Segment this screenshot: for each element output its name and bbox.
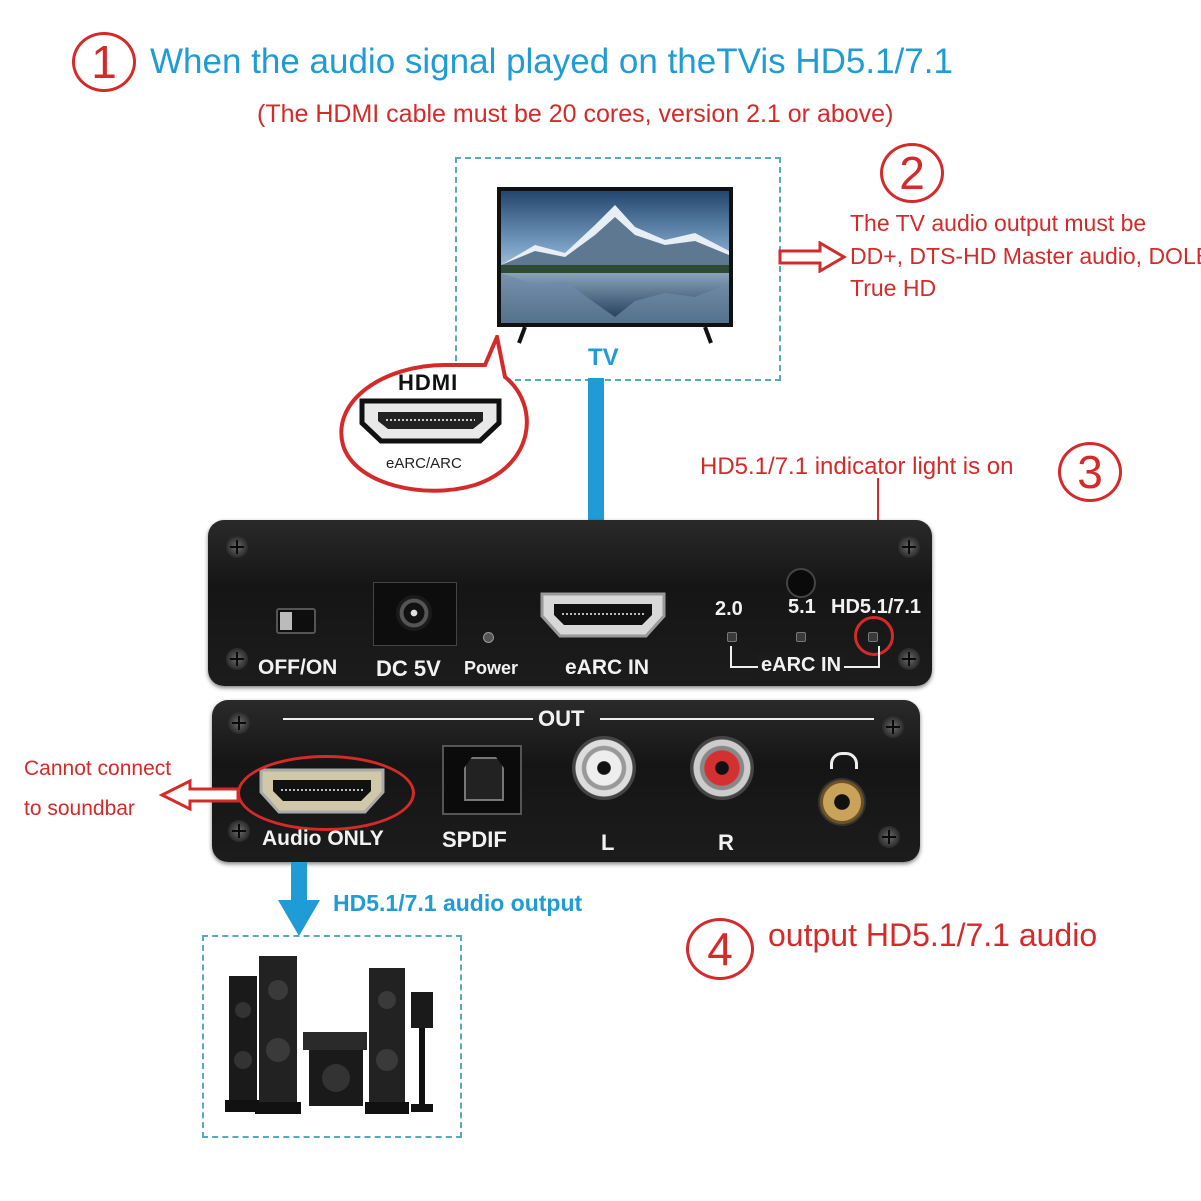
headphone-icon xyxy=(830,752,858,769)
step-4-number: 4 xyxy=(707,923,733,975)
spdif-port[interactable] xyxy=(442,745,522,815)
led-hd-highlight xyxy=(854,616,894,656)
led-2-0 xyxy=(727,632,737,642)
power-switch[interactable] xyxy=(276,608,316,634)
screw-icon xyxy=(898,648,920,670)
led-5-1 xyxy=(796,632,806,642)
right-arrow-icon xyxy=(778,241,847,273)
speaker-box xyxy=(202,935,462,1138)
spdif-label: SPDIF xyxy=(442,827,507,852)
out-line-right xyxy=(600,718,874,720)
out-label: OUT xyxy=(538,706,585,731)
hdmi-caption: eARC/ARC xyxy=(386,455,462,472)
led-2-0-label: 2.0 xyxy=(715,598,743,620)
step-1-title: When the audio signal played on theTVis … xyxy=(150,42,953,81)
rca-right-jack[interactable] xyxy=(690,736,754,800)
tv-box xyxy=(455,157,781,381)
led-5-1-label: 5.1 xyxy=(788,596,816,618)
tv-output-line-3: True HD xyxy=(850,275,937,301)
soundbar-note-line-1: Cannot connect xyxy=(24,757,172,780)
tv-output-line-2: DD+, DTS-HD Master audio, DOLBY xyxy=(850,243,1201,269)
tv-label: TV xyxy=(588,344,619,371)
rca-left-label: L xyxy=(601,830,615,855)
earc-in-label: eARC IN xyxy=(565,656,650,679)
step-3-circle: 3 xyxy=(1058,442,1122,502)
screw-icon xyxy=(228,820,250,842)
tv-image xyxy=(497,187,733,344)
dc-jack xyxy=(373,582,457,646)
power-label: Power xyxy=(464,658,519,678)
step-3-number: 3 xyxy=(1077,446,1103,498)
power-led xyxy=(483,632,494,643)
hdmi-logo: HDMI xyxy=(398,370,459,395)
screw-icon xyxy=(882,716,904,738)
left-arrow-icon xyxy=(158,778,240,812)
hdmi-port-icon xyxy=(359,398,502,444)
rca-right-label: R xyxy=(718,830,734,855)
out-line-left xyxy=(283,718,533,720)
screw-icon xyxy=(898,536,920,558)
output-note: output HD5.1/7.1 audio xyxy=(768,917,1098,953)
earc-in-port[interactable] xyxy=(538,590,668,640)
soundbar-note-line-2: to soundbar xyxy=(24,797,135,820)
step-1-circle: 1 xyxy=(72,32,136,92)
screw-icon xyxy=(226,648,248,670)
audio-only-highlight xyxy=(237,755,415,831)
switch-label: OFF/ON xyxy=(258,656,338,679)
indicator-note: HD5.1/7.1 indicator light is on xyxy=(700,453,1014,480)
dc-label: DC 5V xyxy=(376,656,441,681)
screw-icon xyxy=(228,712,250,734)
audio-only-label: Audio ONLY xyxy=(262,827,384,850)
earc-group-label: eARC IN xyxy=(758,654,845,677)
screw-icon xyxy=(878,826,900,848)
screw-icon xyxy=(226,536,248,558)
led-hd-label: HD5.1/7.1 xyxy=(831,596,922,618)
step-2-number: 2 xyxy=(899,147,925,199)
step-2-circle: 2 xyxy=(880,143,944,203)
output-arrow-icon xyxy=(278,862,320,936)
tv-output-line-1: The TV audio output must be xyxy=(850,210,1147,236)
cable-note: (The HDMI cable must be 20 cores, versio… xyxy=(257,100,894,128)
headphone-jack[interactable] xyxy=(818,778,866,826)
rca-left-jack[interactable] xyxy=(572,736,636,800)
audio-output-label: HD5.1/7.1 audio output xyxy=(333,890,583,916)
step-4-circle: 4 xyxy=(686,918,754,980)
step-1-number: 1 xyxy=(91,36,117,88)
speaker-system-image xyxy=(225,956,433,1114)
mode-button[interactable] xyxy=(786,568,816,598)
